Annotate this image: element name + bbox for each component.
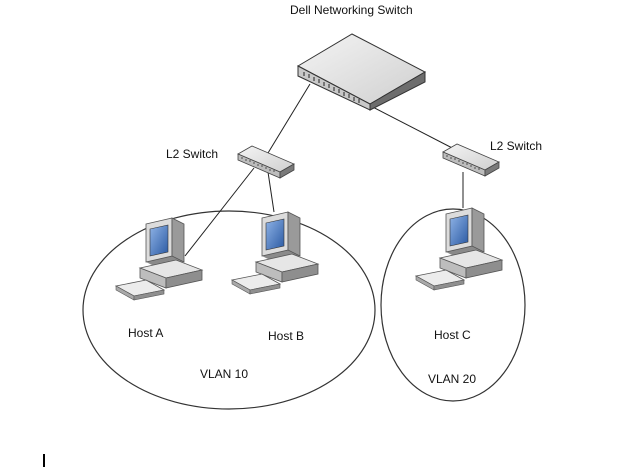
network-switch-icon	[296, 33, 427, 111]
vlan-20-label: VLAN 20	[428, 372, 476, 386]
vlan-20-boundary	[380, 208, 526, 402]
link-core-to-l2-right	[362, 101, 461, 153]
link-l2-to-host-b	[267, 171, 275, 213]
host-a-label: Host A	[128, 326, 163, 340]
l2-switch-left-icon	[237, 145, 295, 179]
vlan-10-label: VLAN 10	[200, 367, 248, 381]
vlan-10-boundary	[82, 210, 376, 410]
host-a-computer-icon	[115, 217, 203, 301]
l2-switch-right-label: L2 Switch	[490, 139, 542, 153]
text-cursor-mark	[43, 454, 45, 467]
host-b-label: Host B	[268, 329, 304, 343]
core-switch-label: Dell Networking Switch	[290, 3, 413, 17]
host-c-label: Host C	[434, 328, 471, 342]
link-l2-to-host-a	[184, 167, 255, 257]
host-c-computer-icon	[415, 207, 503, 291]
l2-switch-left-label: L2 Switch	[166, 147, 218, 161]
link-core-to-l2-left	[267, 83, 311, 154]
host-b-computer-icon	[231, 211, 319, 295]
